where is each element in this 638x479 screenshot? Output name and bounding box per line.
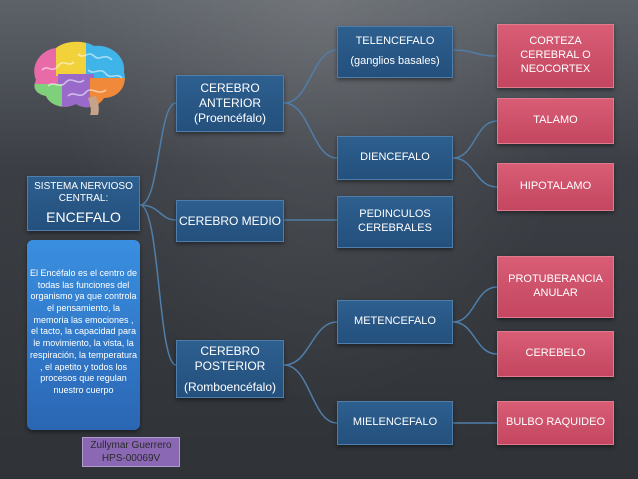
- node-mielencefalo: MIELENCEFALO: [337, 401, 453, 445]
- connector-diencefalo-hipotalamo: [452, 157, 498, 188]
- node-talamo: TALAMO: [497, 98, 614, 144]
- protuberancia-line2: ANULAR: [533, 287, 578, 299]
- corteza-line1: CORTEZA: [529, 35, 582, 48]
- anterior-line3: (Proencéfalo): [193, 111, 267, 125]
- author-name: Zullymar Guerrero: [90, 440, 172, 451]
- telencefalo-line2: (ganglios basales): [350, 55, 440, 67]
- description-text: El Encéfalo es el centro de todas las fu…: [29, 268, 138, 395]
- hipotalamo-line1: HIPOTALAMO: [519, 180, 592, 193]
- node-hipotalamo: HIPOTALAMO: [497, 163, 614, 211]
- mielencefalo-line1: MIELENCEFALO: [352, 416, 438, 429]
- node-cerebro-posterior: CEREBRO POSTERIOR (Romboencéfalo): [176, 340, 284, 398]
- diencefalo-line1: DIENCEFALO: [360, 151, 430, 164]
- bulbo-line1: BULBO RAQUIDEO: [505, 416, 606, 429]
- node-telencefalo: TELENCEFALO (ganglios basales): [337, 26, 453, 78]
- node-cerebro-medio: CEREBRO MEDIO: [176, 200, 284, 242]
- medio-line1: CEREBRO MEDIO: [178, 213, 281, 228]
- author-box: Zullymar Guerrero HPS-00069V: [82, 437, 180, 467]
- pedinculos-line2: CEREBRALES: [358, 222, 432, 234]
- anterior-line1: CEREBRO: [200, 81, 260, 95]
- node-pedinculos: PEDINCULOS CEREBRALES: [337, 196, 453, 248]
- connector-diencefalo-talamo: [452, 120, 498, 159]
- node-corteza: CORTEZA CEREBRAL O NEOCORTEX: [497, 24, 614, 88]
- protuberancia-line1: PROTUBERANCIA: [508, 273, 603, 286]
- node-cerebelo: CEREBELO: [497, 331, 614, 377]
- pedinculos-line1: PEDINCULOS: [359, 208, 431, 221]
- node-protuberancia: PROTUBERANCIA ANULAR: [497, 256, 614, 318]
- cerebelo-line1: CEREBELO: [525, 347, 586, 360]
- root-label-main: ENCEFALO: [46, 208, 121, 225]
- root-label-line1: SISTEMA NERVIOSO: [34, 180, 133, 192]
- node-metencefalo: METENCEFALO: [337, 300, 453, 344]
- connector-root-anterior: [139, 102, 177, 206]
- description-panel: El Encéfalo es el centro de todas las fu…: [27, 240, 140, 430]
- corteza-line3: NEOCORTEX: [520, 62, 591, 75]
- metencefalo-line1: METENCEFALO: [354, 315, 436, 328]
- connector-root-medio: [139, 204, 177, 221]
- connector-posterior-mielencefalo: [283, 364, 338, 424]
- posterior-line2: POSTERIOR: [194, 358, 266, 373]
- node-diencefalo: DIENCEFALO: [337, 136, 453, 180]
- telencefalo-line1: TELENCEFALO: [355, 35, 435, 48]
- posterior-line3: (Romboencéfalo): [183, 379, 277, 394]
- connector-anterior-diencefalo: [283, 102, 338, 159]
- root-node-encefalo: SISTEMA NERVIOSO CENTRAL: ENCEFALO: [27, 176, 140, 231]
- root-label-line2: CENTRAL:: [58, 193, 109, 205]
- posterior-line1: CEREBRO: [200, 343, 260, 358]
- corteza-line2: CEREBRAL O: [520, 49, 591, 62]
- connector-metencefalo-cerebelo: [452, 321, 498, 355]
- connector-telencefalo-corteza: [452, 49, 498, 57]
- connector-metencefalo-protuberancia: [452, 286, 498, 323]
- connector-root-posterior: [139, 204, 177, 366]
- anterior-line2: ANTERIOR: [198, 96, 261, 110]
- node-cerebro-anterior: CEREBRO ANTERIOR (Proencéfalo): [176, 75, 284, 132]
- talamo-line1: TALAMO: [533, 114, 578, 127]
- author-id: HPS-00069V: [101, 453, 161, 464]
- node-bulbo-raquideo: BULBO RAQUIDEO: [497, 401, 614, 445]
- brain-icon: [34, 41, 125, 115]
- connector-anterior-telencefalo: [283, 49, 338, 104]
- connector-posterior-metencefalo: [283, 321, 338, 366]
